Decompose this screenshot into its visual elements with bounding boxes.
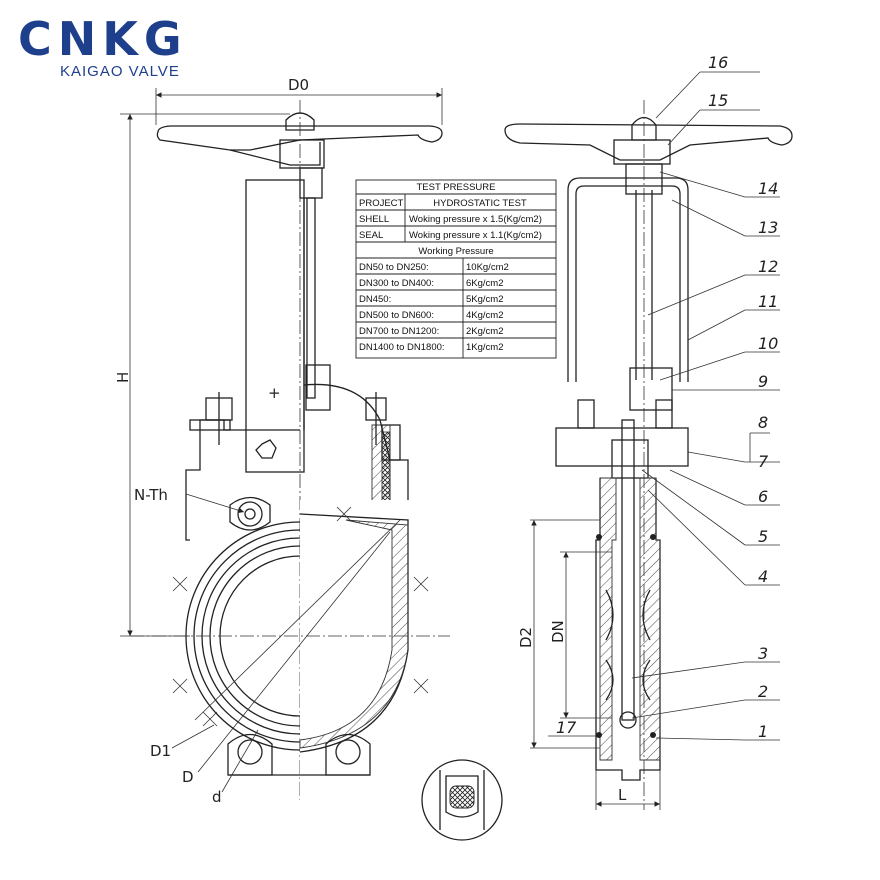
part-17: 17 <box>556 718 577 737</box>
table-title: TEST PRESSURE <box>416 182 495 193</box>
part-6: 6 <box>758 487 768 506</box>
part-14: 14 <box>758 179 778 198</box>
table-col-project: PROJECT <box>359 198 404 209</box>
part-12: 12 <box>758 257 778 276</box>
table-cell: DN1400 to DN1800: <box>359 342 445 353</box>
brand-logo: CNKG KAIGAO VALVE <box>18 12 188 80</box>
test-pressure-table: TEST PRESSURE PROJECT HYDROSTATIC TEST S… <box>355 179 557 359</box>
logo-tagline: KAIGAO VALVE <box>60 63 180 80</box>
part-15: 15 <box>708 91 728 110</box>
dim-l: L <box>618 786 627 804</box>
part-9: 9 <box>758 372 768 391</box>
dim-d0: D0 <box>288 76 309 94</box>
part-3: 3 <box>758 644 768 663</box>
dim-d1: D1 <box>150 742 171 760</box>
part-13: 13 <box>758 218 778 237</box>
table-cell: DN300 to DN400: <box>359 278 434 289</box>
table-cell: Woking pressure x 1.5(Kg/cm2) <box>409 214 542 225</box>
svg-text:+: + <box>268 384 281 402</box>
table-cell: SHELL <box>359 214 389 225</box>
working-pressure-title: Working Pressure <box>418 246 493 257</box>
part-7: 7 <box>758 452 769 471</box>
logo-text: CNKG <box>18 12 188 66</box>
table-cell: DN450: <box>359 294 391 305</box>
part-8: 8 <box>758 413 768 432</box>
table-cell: Woking pressure x 1.1(Kg/cm2) <box>409 230 542 241</box>
part-1: 1 <box>758 722 768 741</box>
dim-n-th: N-Th <box>134 486 168 504</box>
table-cell: DN500 to DN600: <box>359 310 434 321</box>
table-cell: 5Kg/cm2 <box>466 294 504 305</box>
dim-d: D <box>182 768 194 786</box>
dim-h: H <box>114 372 132 383</box>
side-view: D2 DN L 16 15 <box>504 53 793 810</box>
table-cell: 4Kg/cm2 <box>466 310 504 321</box>
part-11: 11 <box>758 292 778 311</box>
table-cell: DN700 to DN1200: <box>359 326 439 337</box>
part-10: 10 <box>758 334 778 353</box>
dim-d2: D2 <box>517 627 535 648</box>
table-cell: 1Kg/cm2 <box>466 342 504 353</box>
table-col-test: HYDROSTATIC TEST <box>433 198 527 209</box>
part-16: 16 <box>708 53 728 72</box>
table-cell: 2Kg/cm2 <box>466 326 504 337</box>
dim-small-d: d <box>212 788 222 806</box>
front-view: + <box>114 76 450 806</box>
table-cell: DN50 to DN250: <box>359 262 429 273</box>
seal-detail <box>421 759 503 841</box>
table-cell: 10Kg/cm2 <box>466 262 509 273</box>
part-4: 4 <box>758 567 768 586</box>
table-cell: 6Kg/cm2 <box>466 278 504 289</box>
part-2: 2 <box>758 682 768 701</box>
table-cell: SEAL <box>359 230 383 241</box>
part-5: 5 <box>758 527 768 546</box>
dim-dn: DN <box>549 620 567 643</box>
